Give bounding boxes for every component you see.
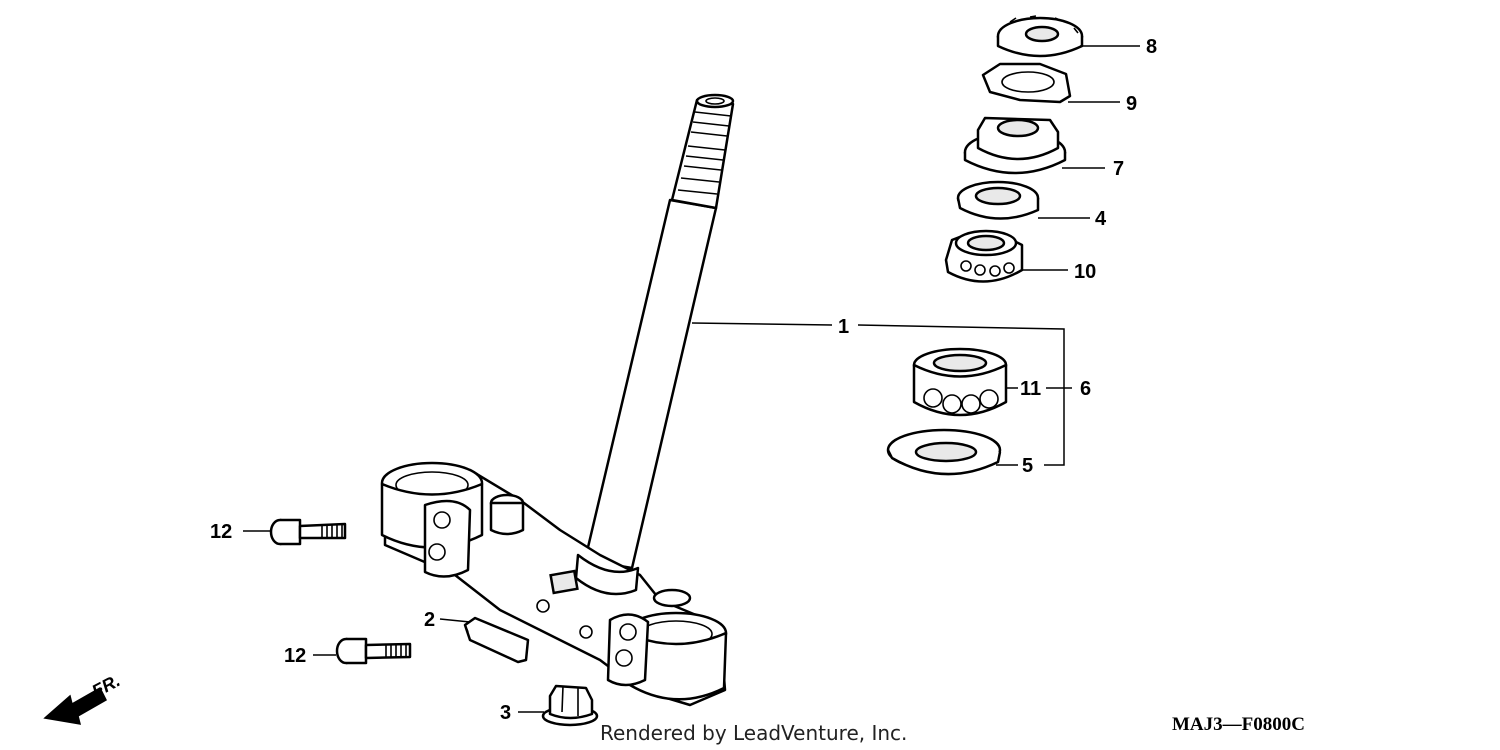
front-arrow-icon (43, 686, 107, 725)
bolt-part-upper (269, 518, 347, 546)
callout-11: 11 (1020, 378, 1041, 400)
lock-nut-part (996, 15, 1084, 58)
plate-part (463, 616, 530, 664)
callout-1: 1 (838, 316, 849, 338)
callout-12-upper: 12 (210, 521, 232, 543)
callout-10: 10 (1074, 261, 1096, 283)
front-direction-indicator: FR. (43, 670, 123, 725)
cap-nut-part (541, 684, 599, 727)
callout-9: 9 (1126, 93, 1137, 115)
diagram-code: MAJ3—F0800C (1172, 714, 1305, 735)
lock-washer-part (981, 62, 1072, 104)
lower-bearing-part (912, 347, 1008, 417)
callout-labels: 8 9 7 4 10 1 11 6 5 12 2 12 3 (210, 36, 1157, 724)
upper-bearing-part (944, 229, 1024, 283)
adjusting-nut-part (963, 116, 1067, 175)
callout-12-lower: 12 (284, 645, 306, 667)
leader-lines (243, 45, 1140, 713)
steering-stem-part (380, 93, 735, 707)
callout-6: 6 (1080, 378, 1091, 400)
bolt-part-lower (335, 637, 412, 665)
render-credit: Rendered by LeadVenture, Inc. (600, 721, 907, 745)
callout-5: 5 (1022, 455, 1033, 477)
callout-8: 8 (1146, 36, 1157, 58)
dust-seal-part (956, 180, 1040, 220)
callout-4: 4 (1095, 208, 1107, 230)
callout-2: 2 (424, 609, 435, 631)
lower-dust-seal-part (886, 428, 1002, 476)
callout-3: 3 (500, 702, 511, 724)
callout-7: 7 (1113, 158, 1124, 180)
